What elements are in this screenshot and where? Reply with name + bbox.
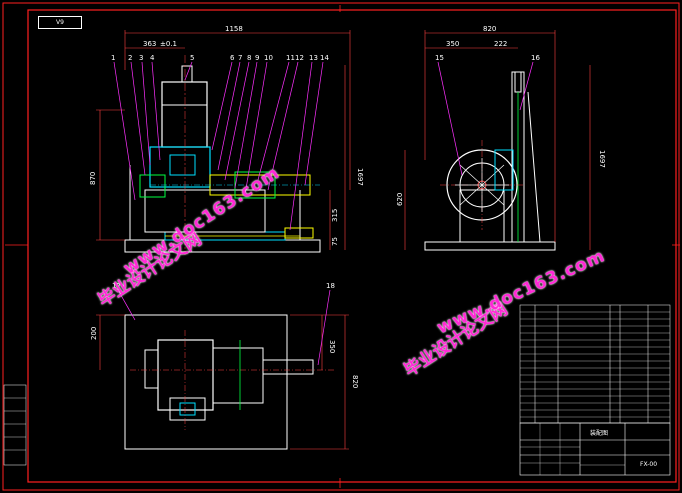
parts-list bbox=[519, 304, 671, 424]
dim-side-height: 1697 bbox=[598, 150, 606, 168]
callout-18: 18 bbox=[326, 282, 335, 290]
dim-side-width: 820 bbox=[483, 25, 496, 33]
callout-6: 6 bbox=[230, 54, 235, 62]
dim-front-width: 1158 bbox=[225, 25, 243, 33]
callout-13: 13 bbox=[309, 54, 318, 62]
left-strip bbox=[3, 384, 27, 466]
callout-1: 1 bbox=[111, 54, 115, 62]
top-base-plate bbox=[124, 314, 288, 450]
side-view: 820 350 222 620 1697 15 16 bbox=[396, 25, 606, 251]
dim-front-partial: 363 bbox=[143, 40, 156, 48]
top-view: 200 350 820 17 18 bbox=[90, 282, 359, 450]
title-block bbox=[519, 422, 671, 476]
dim-side-right: 222 bbox=[494, 40, 507, 48]
dim-front-base: 75 bbox=[331, 237, 339, 246]
sheet-tag: V9 bbox=[38, 16, 82, 29]
callout-17: 17 bbox=[112, 282, 121, 290]
callout-10: 10 bbox=[264, 54, 273, 62]
inner-border bbox=[27, 9, 677, 483]
dim-top-right: 350 bbox=[328, 340, 336, 353]
callout-15: 15 bbox=[435, 54, 444, 62]
callout-5: 5 bbox=[190, 54, 194, 62]
drawing-number: FX-00 bbox=[640, 461, 658, 468]
dim-front-shaft-height: 315 bbox=[331, 209, 339, 222]
side-base bbox=[424, 241, 556, 251]
dim-front-height: 1697 bbox=[356, 168, 364, 186]
callout-16: 16 bbox=[531, 54, 540, 62]
dim-front-left-height: 870 bbox=[89, 172, 97, 185]
dim-side-left: 350 bbox=[446, 40, 459, 48]
motor-housing bbox=[161, 81, 208, 148]
front-view: 1158 363 ±0.1 870 1697 315 75 1 2 3 bbox=[89, 25, 364, 255]
callout-11: 11 bbox=[286, 54, 295, 62]
dim-top-height: 820 bbox=[351, 375, 359, 388]
dim-front-partial-unit: ±0.1 bbox=[160, 40, 177, 48]
callout-7: 7 bbox=[238, 54, 242, 62]
gearbox bbox=[149, 146, 211, 188]
callout-4: 4 bbox=[150, 54, 155, 62]
dim-side-left-height: 620 bbox=[396, 193, 404, 206]
callout-3: 3 bbox=[139, 54, 143, 62]
dim-top-offset: 200 bbox=[90, 327, 98, 340]
callout-14: 14 bbox=[320, 54, 329, 62]
callout-2: 2 bbox=[128, 54, 132, 62]
callout-9: 9 bbox=[255, 54, 259, 62]
callout-12: 12 bbox=[295, 54, 304, 62]
callout-8: 8 bbox=[247, 54, 251, 62]
title-block-label: 装配图 bbox=[590, 430, 609, 437]
